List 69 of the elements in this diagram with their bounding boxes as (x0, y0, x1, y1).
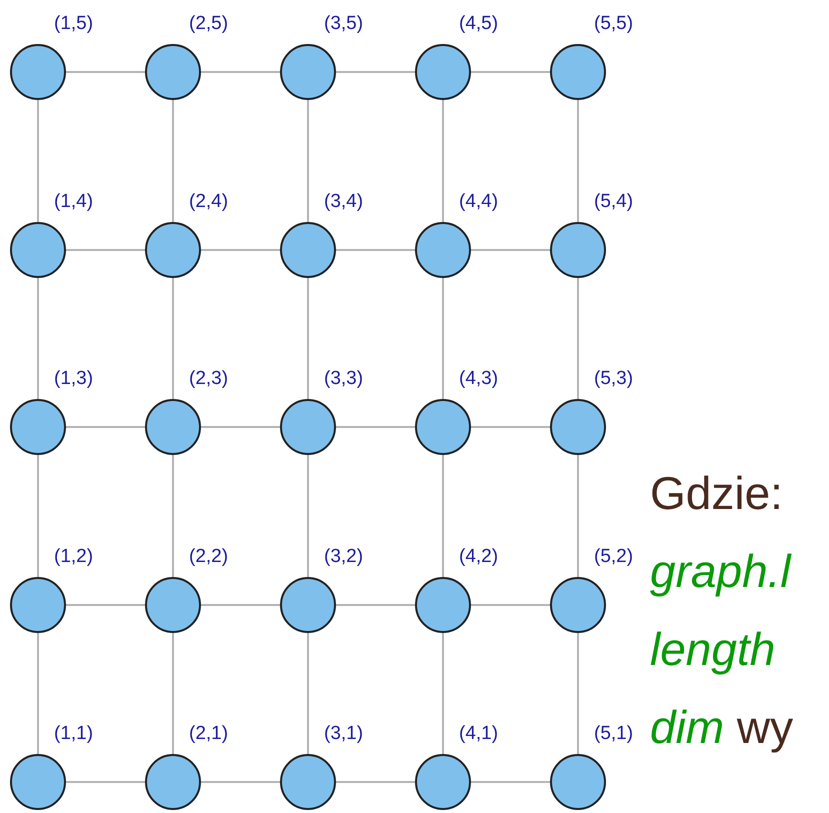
connector-line (471, 781, 550, 783)
connector-line (442, 633, 444, 754)
vertex-coordinate-label: (1,4) (54, 192, 94, 211)
connector-line (201, 604, 280, 606)
definition-line: dim wy (650, 704, 794, 750)
definition-line: length (650, 626, 776, 672)
connector-line (442, 100, 444, 222)
vertex-coordinate-label: (4,1) (459, 724, 498, 743)
connector-line (336, 249, 415, 251)
vertex-coordinate-label: (2,1) (189, 724, 228, 743)
connector-line (172, 455, 174, 577)
vertex-coordinate-label: (3,1) (324, 724, 364, 743)
connector-line (471, 71, 550, 73)
vertex-coordinate-label: (1,5) (54, 14, 94, 33)
vertex-coordinate-label: (5,1) (594, 724, 634, 743)
connector-line (307, 100, 309, 222)
vertex-coordinate-label: (2,4) (189, 192, 228, 211)
connector-line (307, 455, 309, 577)
definition-line: graph.l (650, 548, 791, 594)
vertex-coordinate-label: (2,3) (189, 369, 228, 388)
connector-line (307, 278, 309, 399)
connector-line (172, 633, 174, 754)
vertex-coordinate-label: (4,2) (459, 547, 498, 566)
connector-line (37, 633, 39, 754)
vertex-coordinate-label: (2,2) (189, 547, 228, 566)
connector-line (37, 278, 39, 399)
connector-line (577, 633, 579, 754)
vertex-coordinate-label: (2,5) (189, 14, 228, 33)
heading-text: Gdzie: (650, 470, 783, 516)
connector-line (66, 426, 145, 428)
connector-line (66, 249, 145, 251)
connector-line (37, 455, 39, 577)
connector-line (471, 426, 550, 428)
connector-line (172, 278, 174, 399)
connector-line (336, 426, 415, 428)
connector-line (577, 100, 579, 222)
connector-line (66, 781, 145, 783)
connector-line (336, 781, 415, 783)
connector-line (336, 71, 415, 73)
connector-line (172, 100, 174, 222)
connector-line (471, 249, 550, 251)
connector-line (201, 249, 280, 251)
connector-line (442, 278, 444, 399)
connector-line (37, 100, 39, 222)
vertex-coordinate-label: (4,4) (459, 192, 498, 211)
connector-line (66, 71, 145, 73)
vertex-coordinate-label: (5,2) (594, 547, 634, 566)
vertex-coordinate-label: (1,2) (54, 547, 94, 566)
vertex-coordinate-label: (5,3) (594, 369, 634, 388)
vertex-coordinate-label: (3,2) (324, 547, 364, 566)
vertex-coordinate-label: (1,1) (54, 724, 94, 743)
vertex-coordinate-label: (3,5) (324, 14, 364, 33)
connector-line (471, 604, 550, 606)
connector-line (201, 71, 280, 73)
connector-line (201, 426, 280, 428)
vertex-coordinate-label: (4,3) (459, 369, 498, 388)
connector-line (577, 278, 579, 399)
vertex-coordinate-label: (4,5) (459, 14, 498, 33)
connector-line (307, 633, 309, 754)
connector-line (577, 455, 579, 577)
vertex-coordinate-label: (1,3) (54, 369, 94, 388)
connector-line (442, 455, 444, 577)
vertex-coordinate-label: (5,4) (594, 192, 634, 211)
connector-line (336, 604, 415, 606)
vertex-coordinate-label: (5,5) (594, 14, 634, 33)
vertex-coordinate-label: (3,3) (324, 369, 364, 388)
connector-line (66, 604, 145, 606)
vertex-coordinate-label: (3,4) (324, 192, 364, 211)
connector-line (201, 781, 280, 783)
